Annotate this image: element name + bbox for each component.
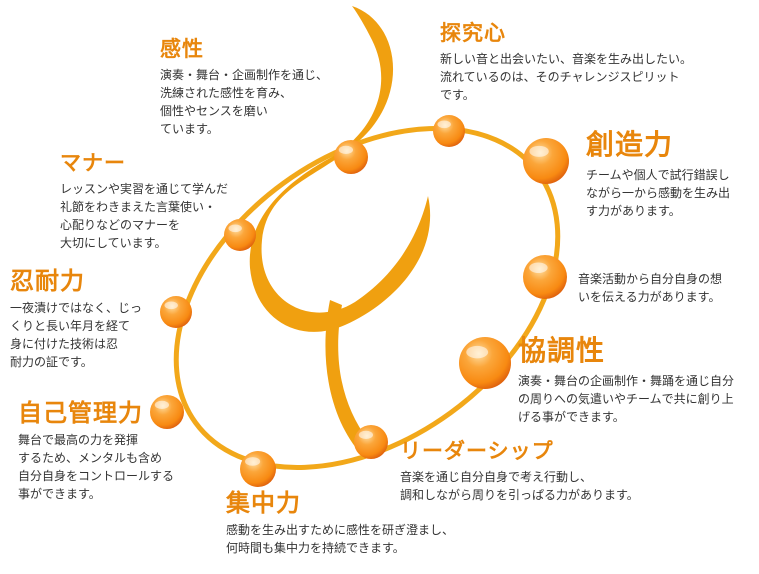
item-title-manners: マナー: [60, 151, 126, 175]
item-desc-curiosity: 新しい音と出会いたい、音楽を生み出したい。 流れているのは、そのチャレンジスピリ…: [440, 52, 693, 103]
sphere-highlight-cooperation: [466, 345, 489, 359]
item-desc-concentration: 感動を生み出すために感性を研ぎ澄まし、 何時間も集中力を持続できます。: [226, 523, 455, 556]
item-title-creativity: 創造力: [586, 128, 674, 161]
sphere-highlight-self-management: [154, 400, 170, 409]
item-title-sensitivity: 感性: [160, 37, 204, 61]
item-sensitivity: 感性 演奏・舞台・企画制作を通じ、 洗練された感性を育み、 個性やセンスを磨い …: [160, 37, 329, 138]
sphere-sensitivity: [334, 140, 368, 174]
item-self-management: 自己管理力 舞台で最高の力を発揮 するため、メンタルも含め 自分自身をコントロー…: [18, 400, 174, 503]
item-manners: マナー レッスンや実習を通じて学んだ 礼節をわきまえた言葉使い・ 心配りなどのマ…: [60, 151, 229, 252]
item-desc-sensitivity: 演奏・舞台・企画制作を通じ、 洗練された感性を育み、 個性やセンスを磨い ていま…: [160, 68, 329, 137]
item-concentration: 集中力 感動を生み出すために感性を研ぎ澄まし、 何時間も集中力を持続できます。: [226, 490, 454, 557]
sphere-highlight-expression: [529, 262, 548, 274]
item-desc-leadership: 音楽を通じ自分自身で考え行動し、 調和しながら周りを引っぱる力があります。: [400, 470, 639, 503]
sphere-leadership: [354, 425, 388, 459]
item-title-self-management: 自己管理力: [18, 399, 143, 427]
item-cooperation: 協調性 演奏・舞台の企画制作・舞踊を通じ自分 の周りへの気遣いやチームで共に創り…: [518, 334, 735, 426]
item-curiosity: 探究心 新しい音と出会いたい、音楽を生み出したい。 流れているのは、そのチャレン…: [440, 21, 693, 104]
sphere-highlight-sensitivity: [338, 145, 354, 154]
sphere-concentration: [240, 451, 276, 487]
item-leadership: リーダーシップ 音楽を通じ自分自身で考え行動し、 調和しながら周りを引っぱる力が…: [400, 439, 639, 504]
sphere-highlight-manners: [228, 224, 242, 233]
item-desc-perseverance: 一夜漬けではなく、じっ くりと長い年月を経て 身に付けた技術は忍 耐力の証です。: [10, 301, 143, 370]
item-title-perseverance: 忍耐力: [10, 267, 85, 295]
item-expression: 音楽活動から自分自身の想 いを伝える力があります。: [578, 270, 722, 306]
sphere-highlight-perseverance: [164, 301, 178, 310]
item-creativity: 創造力 チームや個人で試行錯誤し ながら一から感動を生み出 す力があります。: [586, 128, 731, 220]
item-desc-manners: レッスンや実習を通じて学んだ 礼節をわきまえた言葉使い・ 心配りなどのマナーを …: [60, 182, 229, 251]
item-title-curiosity: 探究心: [440, 21, 506, 45]
sphere-creativity: [523, 138, 569, 184]
clef-stem-shape: [325, 300, 371, 455]
clef-swirl-shape: [249, 6, 431, 332]
sphere-manners: [224, 219, 256, 251]
sphere-highlight-creativity: [529, 145, 549, 157]
item-desc-self-management: 舞台で最高の力を発揮 するため、メンタルも含め 自分自身をコントロールする 事が…: [18, 433, 175, 502]
item-title-cooperation: 協調性: [518, 334, 606, 367]
item-desc-expression: 音楽活動から自分自身の想 いを伝える力があります。: [578, 272, 723, 304]
item-title-leadership: リーダーシップ: [400, 439, 554, 463]
item-perseverance: 忍耐力 一夜漬けではなく、じっ くりと長い年月を経て 身に付けた技術は忍 耐力の…: [10, 268, 142, 371]
sphere-highlight-concentration: [245, 457, 261, 466]
sphere-perseverance: [160, 296, 192, 328]
sphere-highlight-curiosity: [437, 120, 451, 129]
item-title-concentration: 集中力: [226, 489, 301, 517]
item-desc-cooperation: 演奏・舞台の企画制作・舞踊を通じ自分 の周りへの気遣いやチームで共に創り上 げる…: [518, 373, 735, 424]
sphere-cooperation: [459, 337, 511, 389]
item-desc-creativity: チームや個人で試行錯誤し ながら一から感動を生み出 す力があります。: [586, 167, 731, 218]
sphere-highlight-leadership: [358, 430, 374, 439]
sphere-expression: [523, 255, 567, 299]
sphere-curiosity: [433, 115, 465, 147]
